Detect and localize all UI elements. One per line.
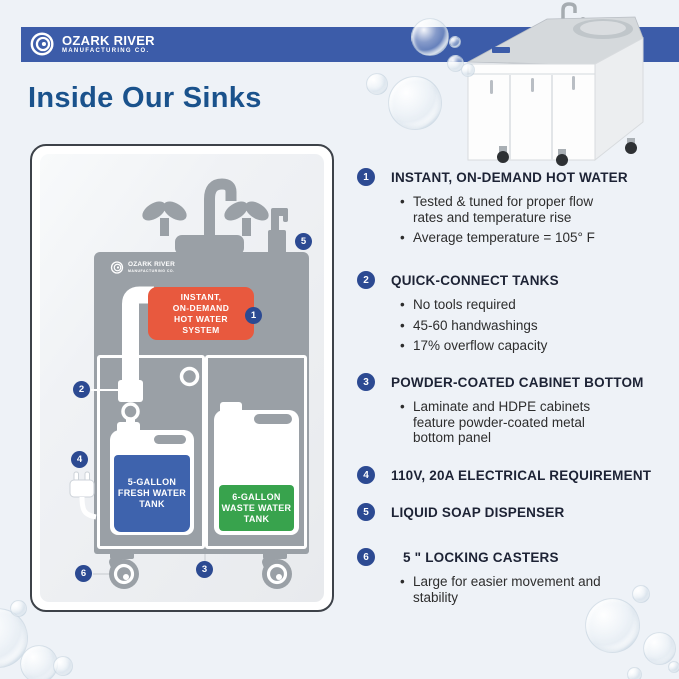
diagram-marker-3: 3 bbox=[196, 561, 213, 578]
feature-title: 110V, 20A ELECTRICAL REQUIREMENT bbox=[391, 468, 652, 483]
feature-bullet: 45-60 handwashings bbox=[400, 318, 673, 334]
feature-title: 5 " LOCKING CASTERS bbox=[403, 550, 559, 565]
feature-quick-connect-tanks: 2 QUICK-CONNECT TANKS No tools required … bbox=[353, 271, 673, 359]
brand-rings-icon bbox=[30, 32, 54, 56]
feature-bullet: Average temperature = 105° F bbox=[400, 230, 673, 246]
waste-tank-label: 6-GALLON WASTE WATER TANK bbox=[219, 485, 294, 531]
feature-marker: 2 bbox=[357, 271, 375, 289]
bubble bbox=[449, 36, 461, 48]
knob-icon bbox=[179, 366, 200, 387]
feature-marker: 4 bbox=[357, 466, 375, 484]
bubble bbox=[366, 73, 388, 95]
brand-logo: OZARK RIVER MANUFACTURING CO. bbox=[29, 30, 155, 58]
soap-dispenser-icon bbox=[268, 208, 288, 254]
page-title: Inside Our Sinks bbox=[28, 82, 262, 114]
bubble bbox=[20, 645, 58, 679]
waste-water-tank: 6-GALLON WASTE WATER TANK bbox=[214, 402, 299, 535]
faucet-icon bbox=[204, 178, 237, 254]
feature-marker: 5 bbox=[357, 503, 375, 521]
tank-handle bbox=[154, 435, 186, 444]
feature-title: INSTANT, ON-DEMAND HOT WATER bbox=[391, 170, 628, 185]
bubble bbox=[388, 76, 442, 130]
diagram-marker-4: 4 bbox=[71, 451, 88, 468]
power-plug-icon bbox=[69, 471, 97, 520]
feature-bullet: Tested & tuned for proper flow rates and… bbox=[400, 194, 673, 225]
feature-bullet: No tools required bbox=[400, 297, 673, 313]
hot-water-system-label: INSTANT, ON-DEMAND HOT WATER SYSTEM bbox=[148, 287, 254, 340]
feature-locking-casters: 6 5 " LOCKING CASTERS Large for easier m… bbox=[353, 548, 673, 610]
bubble bbox=[585, 598, 640, 653]
tank-cap bbox=[220, 402, 242, 414]
bubble bbox=[411, 18, 449, 56]
feature-bullet: Large for easier movement and stability bbox=[400, 574, 673, 605]
faucet-handles-icon bbox=[142, 201, 269, 255]
bubble bbox=[627, 667, 642, 679]
feature-bullet: Laminate and HDPE cabinets feature powde… bbox=[400, 399, 673, 446]
brand-rings-icon bbox=[110, 261, 124, 274]
cabinet-brand-logo: OZARK RIVER MANUFACTURING CO. bbox=[110, 260, 175, 275]
feature-electrical: 4 110V, 20A ELECTRICAL REQUIREMENT bbox=[353, 466, 673, 484]
feature-title: POWDER-COATED CABINET BOTTOM bbox=[391, 375, 644, 390]
diagram-marker-1: 1 bbox=[245, 307, 262, 324]
brand-subtitle: MANUFACTURING CO. bbox=[62, 48, 150, 55]
tank-cap bbox=[117, 422, 140, 434]
bubble bbox=[643, 632, 676, 665]
caster-right-icon bbox=[262, 552, 292, 589]
feature-title: QUICK-CONNECT TANKS bbox=[391, 273, 559, 288]
right-compartment bbox=[205, 355, 307, 549]
diagram-marker-6: 6 bbox=[75, 565, 92, 582]
product-brand-label bbox=[492, 47, 510, 53]
sink-cutaway-diagram: OZARK RIVER MANUFACTURING CO. INSTANT, O… bbox=[40, 154, 324, 602]
brand-name: OZARK RIVER bbox=[62, 32, 155, 48]
tank-handle bbox=[254, 414, 292, 424]
feature-marker: 3 bbox=[357, 373, 375, 391]
diagram-linework bbox=[69, 178, 292, 589]
feature-cabinet-bottom: 3 POWDER-COATED CABINET BOTTOM Laminate … bbox=[353, 373, 673, 451]
feature-marker: 1 bbox=[357, 168, 375, 186]
feature-title: LIQUID SOAP DISPENSER bbox=[391, 505, 565, 520]
bubble bbox=[53, 656, 73, 676]
bubble bbox=[10, 600, 27, 617]
fresh-water-tank: 5-GALLON FRESH WATER TANK bbox=[110, 422, 194, 535]
diagram-marker-5: 5 bbox=[295, 233, 312, 250]
diagram-marker-2: 2 bbox=[73, 381, 90, 398]
bubble bbox=[461, 63, 475, 77]
feature-hot-water: 1 INSTANT, ON-DEMAND HOT WATER Tested & … bbox=[353, 168, 673, 251]
feature-soap-dispenser: 5 LIQUID SOAP DISPENSER bbox=[353, 503, 673, 521]
caster-left-icon bbox=[109, 552, 139, 589]
feature-marker: 6 bbox=[357, 548, 375, 566]
bubble bbox=[668, 661, 679, 673]
bubble bbox=[632, 585, 650, 603]
fresh-tank-label: 5-GALLON FRESH WATER TANK bbox=[114, 455, 190, 532]
product-sink-photo bbox=[466, 2, 644, 166]
left-compartment bbox=[97, 355, 205, 549]
feature-bullet: 17% overflow capacity bbox=[400, 338, 673, 354]
diagram-card: OZARK RIVER MANUFACTURING CO. INSTANT, O… bbox=[30, 144, 334, 612]
